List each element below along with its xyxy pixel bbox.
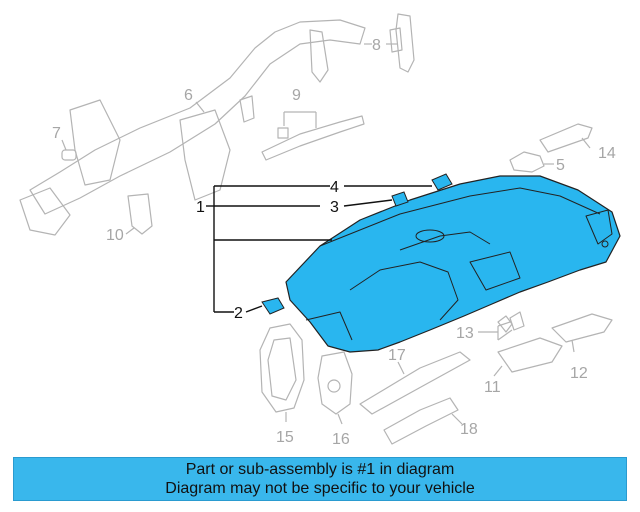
callout-6: 6 bbox=[184, 87, 193, 104]
callout-15: 15 bbox=[276, 429, 294, 446]
bracket-17 bbox=[359, 351, 471, 415]
instrument-panel-assembly bbox=[285, 175, 621, 353]
info-banner: Part or sub-assembly is #1 in diagram Di… bbox=[13, 457, 627, 501]
callout-9: 9 bbox=[292, 87, 301, 104]
callout-2: 2 bbox=[234, 305, 243, 322]
callout-3: 3 bbox=[330, 199, 339, 216]
callout-17: 17 bbox=[388, 347, 406, 364]
callout-8: 8 bbox=[372, 37, 381, 54]
callout-13: 13 bbox=[456, 325, 474, 342]
clip-3 bbox=[391, 191, 409, 207]
callout-10: 10 bbox=[106, 227, 124, 244]
callout-16: 16 bbox=[332, 431, 350, 448]
parts-diagram: 1 2 3 4 5 6 7 8 9 10 11 12 13 14 15 16 1… bbox=[19, 13, 621, 448]
panel-15 bbox=[259, 323, 305, 413]
callout-1: 1 bbox=[196, 199, 205, 216]
callout-14: 14 bbox=[598, 145, 616, 162]
callout-18: 18 bbox=[460, 421, 478, 438]
leader-lines-grey bbox=[61, 43, 591, 425]
callout-numbers: 1 2 3 4 5 6 7 8 9 10 11 12 13 14 15 16 1… bbox=[52, 37, 616, 448]
pin-7 bbox=[61, 149, 77, 161]
bracket-14 bbox=[539, 123, 593, 153]
bracket-5 bbox=[509, 151, 545, 173]
callout-12: 12 bbox=[570, 365, 588, 382]
callout-4: 4 bbox=[330, 179, 339, 196]
cross-car-beam bbox=[19, 19, 366, 236]
bracket-9 bbox=[261, 115, 365, 161]
clip-4 bbox=[431, 173, 453, 191]
clip-2 bbox=[261, 297, 285, 315]
bracket-12 bbox=[551, 313, 613, 343]
callout-7: 7 bbox=[52, 125, 61, 142]
bracket-18 bbox=[383, 397, 459, 445]
banner-line-1: Part or sub-assembly is #1 in diagram bbox=[185, 461, 455, 478]
bracket-10 bbox=[127, 193, 153, 235]
bracket-8 bbox=[389, 13, 415, 73]
callout-5: 5 bbox=[556, 157, 565, 174]
bracket-13 bbox=[497, 311, 525, 333]
callout-11: 11 bbox=[484, 379, 501, 396]
banner-line-2: Diagram may not be specific to your vehi… bbox=[165, 480, 475, 497]
leader-lines bbox=[206, 185, 432, 313]
bracket-11 bbox=[497, 337, 563, 373]
panel-16 bbox=[317, 351, 353, 415]
